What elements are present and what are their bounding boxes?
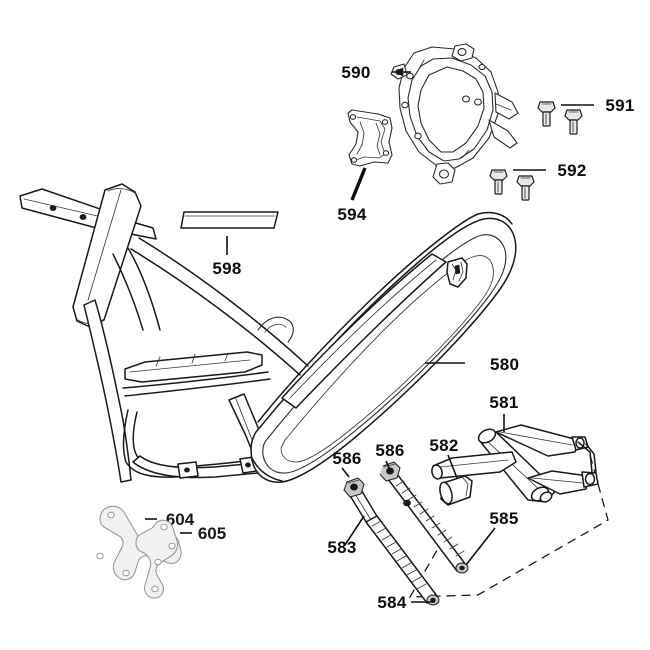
part-590-engine-mount-plate bbox=[390, 43, 519, 185]
leader-582 bbox=[447, 454, 458, 479]
frame-down-tube bbox=[83, 299, 132, 483]
leader-586-a bbox=[341, 467, 350, 478]
label-598: 598 bbox=[212, 259, 241, 278]
frame-upper-rail bbox=[124, 351, 263, 383]
part-591-bolt-set bbox=[537, 101, 583, 135]
label-592: 592 bbox=[557, 161, 586, 180]
part-594-mount-bracket bbox=[347, 109, 393, 167]
label-580: 580 bbox=[490, 355, 519, 374]
label-604: 604 bbox=[166, 510, 195, 529]
label-590: 590 bbox=[341, 63, 370, 82]
part-583-tie-rod-upper bbox=[348, 487, 440, 606]
leader-585 bbox=[465, 527, 496, 566]
bolt-591-b bbox=[564, 109, 583, 135]
part-582-bushing-sleeve bbox=[439, 475, 473, 506]
steering-head-tube bbox=[72, 183, 142, 328]
label-594: 594 bbox=[337, 205, 367, 224]
part-581-swing-arm bbox=[431, 424, 599, 503]
label-581: 581 bbox=[489, 393, 518, 412]
label-586-b: 586 bbox=[375, 441, 404, 460]
assembly-group-dashed-outline bbox=[408, 454, 609, 598]
label-605: 605 bbox=[198, 524, 226, 543]
thread-hatch-583 bbox=[371, 520, 427, 590]
label-586-a: 586 bbox=[332, 449, 361, 468]
label-591: 591 bbox=[605, 96, 634, 115]
bolt-592-b bbox=[516, 175, 535, 201]
part-592-bolt-set bbox=[489, 169, 535, 201]
part-580-main-frame bbox=[19, 183, 517, 483]
leader-586-b bbox=[385, 460, 392, 473]
leader-590 bbox=[392, 67, 411, 77]
label-582: 582 bbox=[429, 436, 458, 455]
leader-594 bbox=[350, 167, 367, 201]
bolt-592-a bbox=[489, 169, 508, 195]
part-586-rod-nut-a bbox=[343, 477, 365, 498]
label-585: 585 bbox=[489, 509, 518, 528]
part-598-frame-strip bbox=[180, 211, 279, 229]
frame-seat-clip bbox=[446, 257, 468, 288]
leader-583 bbox=[344, 515, 365, 546]
part-605-bracket-plate-right bbox=[135, 519, 179, 599]
bolt-591-a bbox=[537, 101, 556, 127]
label-583: 583 bbox=[327, 538, 356, 557]
thread-hatch-584 bbox=[389, 473, 465, 557]
label-584: 584 bbox=[377, 593, 407, 612]
